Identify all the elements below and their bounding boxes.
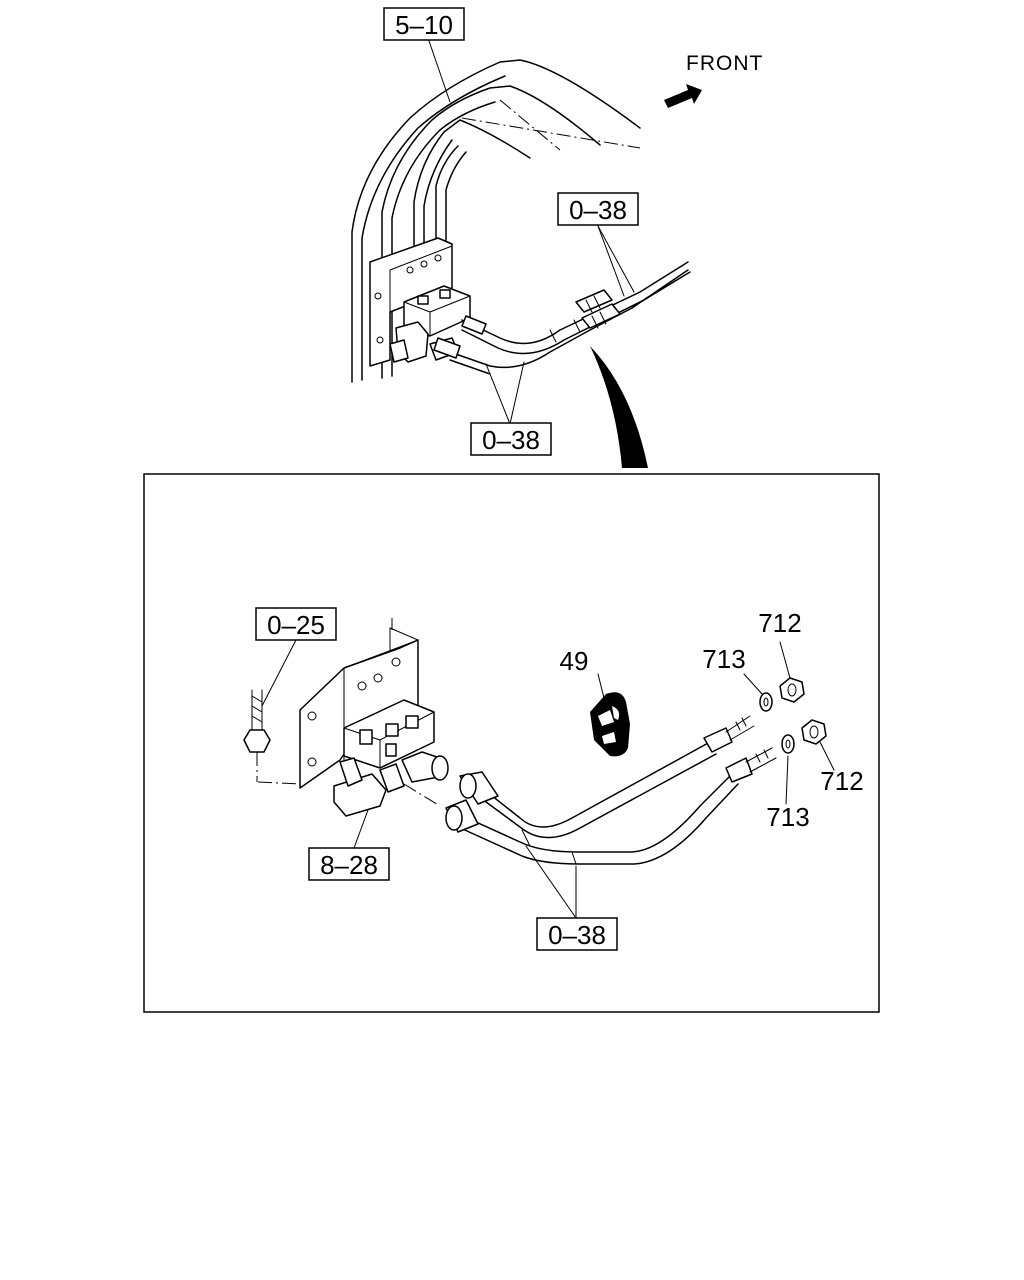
callout-5-10: 5–10 bbox=[383, 7, 465, 103]
callout-0-38-detail: 0–38 bbox=[536, 917, 618, 951]
ref-0-38-lower-label: 0–38 bbox=[482, 425, 540, 455]
front-arrow-icon bbox=[664, 84, 702, 108]
detail-leaders bbox=[261, 639, 835, 919]
callout-8-28: 8–28 bbox=[308, 847, 390, 881]
detail-clip bbox=[590, 692, 630, 757]
detail-bolt bbox=[243, 689, 271, 782]
ref-0-38-detail-label: 0–38 bbox=[548, 920, 606, 950]
part-712-b-label: 712 bbox=[820, 766, 863, 796]
front-indicator: FRONT bbox=[664, 52, 763, 108]
part-713-a-label: 713 bbox=[702, 644, 745, 674]
ref-0-25-label: 0–25 bbox=[267, 610, 325, 640]
callout-0-38-upper: 0–38 bbox=[557, 192, 639, 297]
brake-tubes-top bbox=[433, 261, 691, 375]
detail-valve bbox=[333, 699, 449, 817]
top-overview bbox=[351, 59, 691, 383]
valve-block bbox=[389, 285, 471, 363]
ref-8-28-label: 8–28 bbox=[320, 850, 378, 880]
frame-outline bbox=[351, 59, 641, 383]
callout-arrow-icon bbox=[590, 346, 648, 468]
ref-5-10-label: 5–10 bbox=[395, 10, 453, 40]
detail-frame bbox=[143, 473, 880, 1013]
ref-0-38-upper-label: 0–38 bbox=[569, 195, 627, 225]
detail-tubes bbox=[403, 715, 777, 865]
callout-0-38-lower: 0–38 bbox=[470, 361, 552, 456]
detail-bracket bbox=[257, 618, 419, 789]
detail-hardware bbox=[759, 677, 827, 754]
part-713-b-label: 713 bbox=[766, 802, 809, 832]
part-49-label: 49 bbox=[560, 646, 589, 676]
detail-view: 0–25 8–28 0–38 49 712 712 713 713 bbox=[243, 607, 864, 951]
part-712-a-label: 712 bbox=[758, 608, 801, 638]
front-label: FRONT bbox=[686, 52, 763, 75]
callout-0-25: 0–25 bbox=[255, 607, 337, 641]
